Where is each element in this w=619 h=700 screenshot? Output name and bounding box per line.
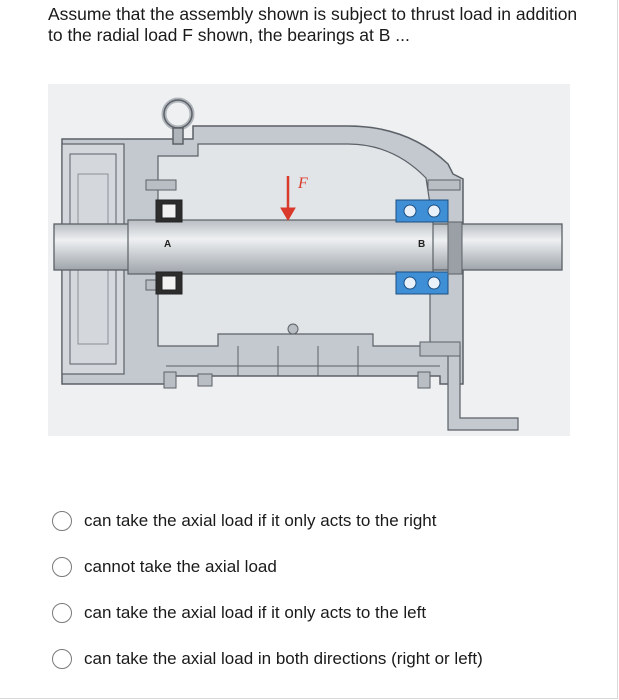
answer-option-label: can take the axial load if it only acts … [84, 603, 427, 622]
bolt [163, 371, 177, 389]
radio-button[interactable] [52, 603, 72, 623]
bearing-a-label: A [164, 239, 171, 250]
gearbox-drawing: F A B [53, 97, 563, 431]
answer-option-1[interactable]: can take the axial load if it only acts … [52, 498, 592, 544]
shaft-seal [447, 221, 463, 275]
answer-option-2[interactable]: cannot take the axial load [52, 544, 592, 590]
lifting-eye [161, 97, 195, 145]
bolt [417, 371, 431, 389]
bolt [197, 373, 213, 387]
force-arrow [280, 176, 296, 221]
mounting-bracket [436, 345, 519, 431]
answer-option-label: cannot take the axial load [84, 557, 277, 576]
question-text: Assume that the assembly shown is subjec… [48, 4, 578, 45]
radio-button[interactable] [52, 649, 72, 669]
bottom-ribs [166, 346, 440, 376]
bolt [145, 179, 177, 191]
force-label: F [297, 175, 308, 192]
bearing-a [155, 199, 183, 295]
bearing-b [395, 199, 449, 295]
assembly-figure: F A B [48, 84, 570, 436]
answer-option-label: can take the axial load in both directio… [84, 649, 483, 668]
bolt [427, 179, 461, 191]
radio-button[interactable] [52, 557, 72, 577]
answer-options: can take the axial load if it only acts … [52, 498, 592, 682]
answer-option-3[interactable]: can take the axial load if it only acts … [52, 590, 592, 636]
radio-button[interactable] [52, 511, 72, 531]
answer-option-4[interactable]: can take the axial load in both directio… [52, 636, 592, 682]
bearing-b-label: B [418, 239, 425, 250]
drain-plug [287, 323, 299, 335]
answer-option-label: can take the axial load if it only acts … [84, 511, 437, 530]
